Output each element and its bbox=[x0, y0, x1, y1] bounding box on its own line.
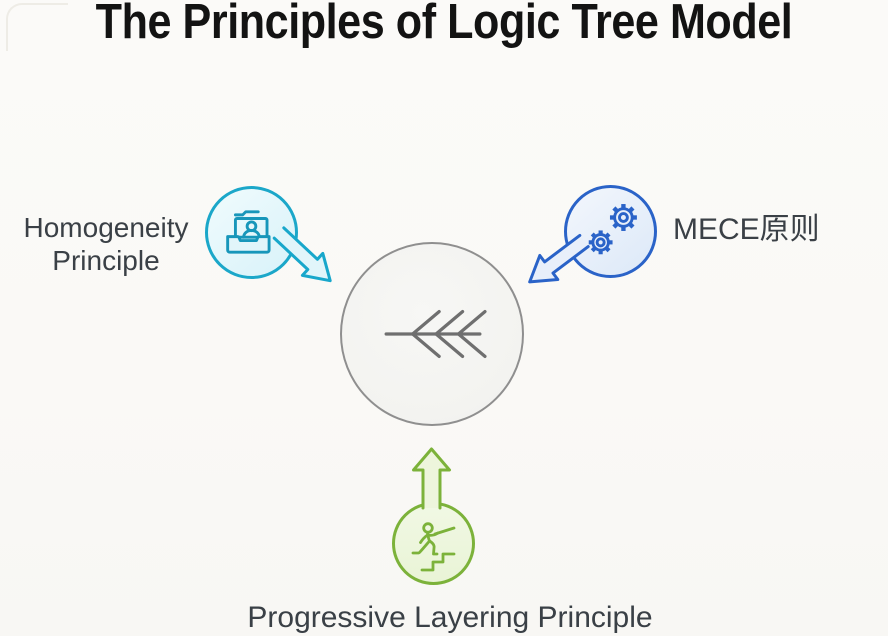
fishbone-icon bbox=[384, 309, 487, 359]
homogeneity-label: Homogeneity Principle bbox=[23, 212, 189, 276]
homogeneity-node-circle bbox=[205, 186, 298, 279]
person-climbing-stairs-icon bbox=[411, 521, 455, 571]
mece-node-circle bbox=[564, 185, 657, 278]
page-title: The Principles of Logic Tree Model bbox=[95, 0, 793, 49]
card-corner-artifact bbox=[6, 3, 68, 51]
arrow-progressive-to-center bbox=[412, 447, 451, 510]
progressive-node-circle bbox=[392, 502, 475, 585]
mece-label: MECE原则 bbox=[673, 213, 820, 246]
progressive-label: Progressive Layering Principle bbox=[247, 601, 653, 634]
center-node-circle bbox=[340, 242, 524, 426]
archive-user-icon bbox=[225, 209, 271, 254]
gears-icon bbox=[588, 203, 637, 254]
